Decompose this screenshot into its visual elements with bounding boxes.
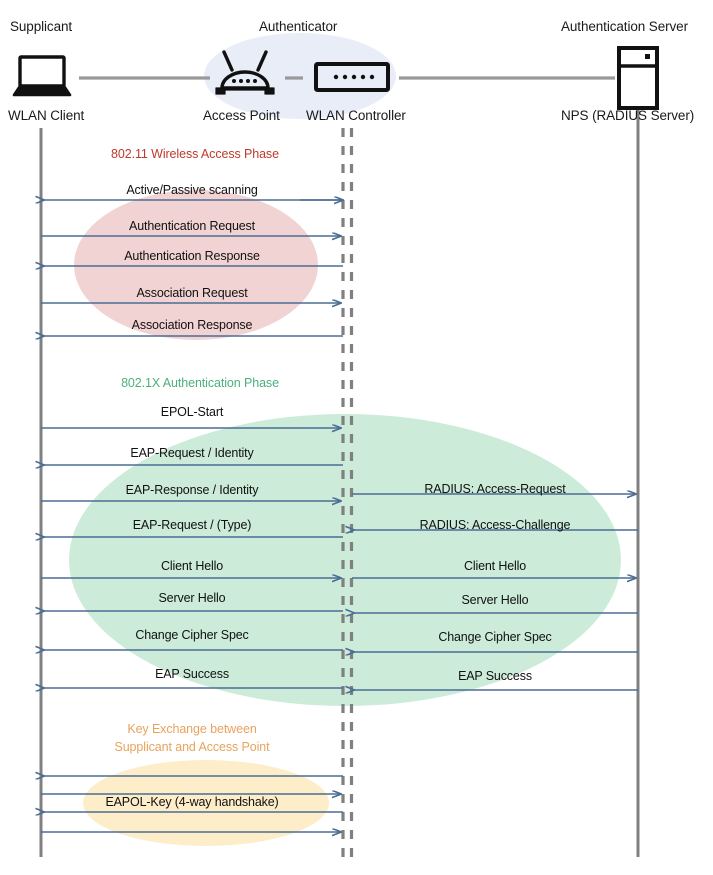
message-label-active-passive-scanning: Active/Passive scanning	[126, 183, 258, 197]
message-label-client-hello-right: Client Hello	[463, 559, 527, 573]
authenticator-group-ellipse	[204, 33, 396, 119]
message-label-server-hello-right: Server Hello	[461, 593, 529, 607]
role-label-authenticator: Authenticator	[259, 19, 338, 34]
message-label-eap-success-left: EAP Success	[155, 667, 229, 681]
message-arrows-right	[352, 494, 638, 690]
message-label-server-hello-left: Server Hello	[158, 591, 226, 605]
message-label-eap-response-identity: EAP-Response / Identity	[125, 483, 259, 497]
message-label-association-response: Association Response	[131, 318, 253, 332]
message-label-eap-request-type: EAP-Request / (Type)	[132, 518, 252, 532]
message-label-eap-success-right: EAP Success	[458, 669, 532, 683]
phase-label-key-exchange-line2: Supplicant and Access Point	[114, 740, 270, 754]
node-label-nps-radius-server: NPS (RADIUS Server)	[561, 108, 695, 123]
message-label-association-request: Association Request	[136, 286, 248, 300]
node-label-wlan-client: WLAN Client	[8, 108, 85, 123]
message-label-epol-start: EPOL-Start	[160, 405, 224, 419]
laptop-icon	[12, 55, 72, 97]
phase-802-1x-ellipse	[69, 414, 621, 706]
wlan-controller-icon	[314, 62, 390, 92]
message-label-authentication-response: Authentication Response	[124, 249, 260, 263]
message-label-client-hello-left: Client Hello	[160, 559, 224, 573]
role-label-supplicant: Supplicant	[10, 19, 73, 34]
access-point-icon	[215, 50, 275, 95]
message-label-eapol-key: EAPOL-Key (4-way handshake)	[105, 795, 279, 809]
message-label-authentication-request: Authentication Request	[129, 219, 255, 233]
node-label-access-point: Access Point	[203, 108, 280, 123]
message-label-eap-request-identity: EAP-Request / Identity	[130, 446, 254, 460]
phase-label-802-11: 802.11 Wireless Access Phase	[111, 147, 279, 161]
message-label-change-cipher-spec-right: Change Cipher Spec	[438, 630, 552, 644]
phase-label-key-exchange-line1: Key Exchange between	[127, 722, 257, 736]
server-icon	[617, 46, 659, 110]
phase-label-802-1x: 802.1X Authentication Phase	[121, 376, 279, 390]
phase-key-exchange-ellipse	[83, 760, 329, 846]
message-label-radius-access-challenge: RADIUS: Access-Challenge	[419, 518, 571, 532]
message-arrows-left	[41, 200, 343, 832]
node-label-wlan-controller: WLAN Controller	[306, 108, 406, 123]
message-label-radius-access-request: RADIUS: Access-Request	[424, 482, 566, 496]
role-label-authentication-server: Authentication Server	[561, 19, 688, 34]
message-label-change-cipher-spec-left: Change Cipher Spec	[135, 628, 249, 642]
